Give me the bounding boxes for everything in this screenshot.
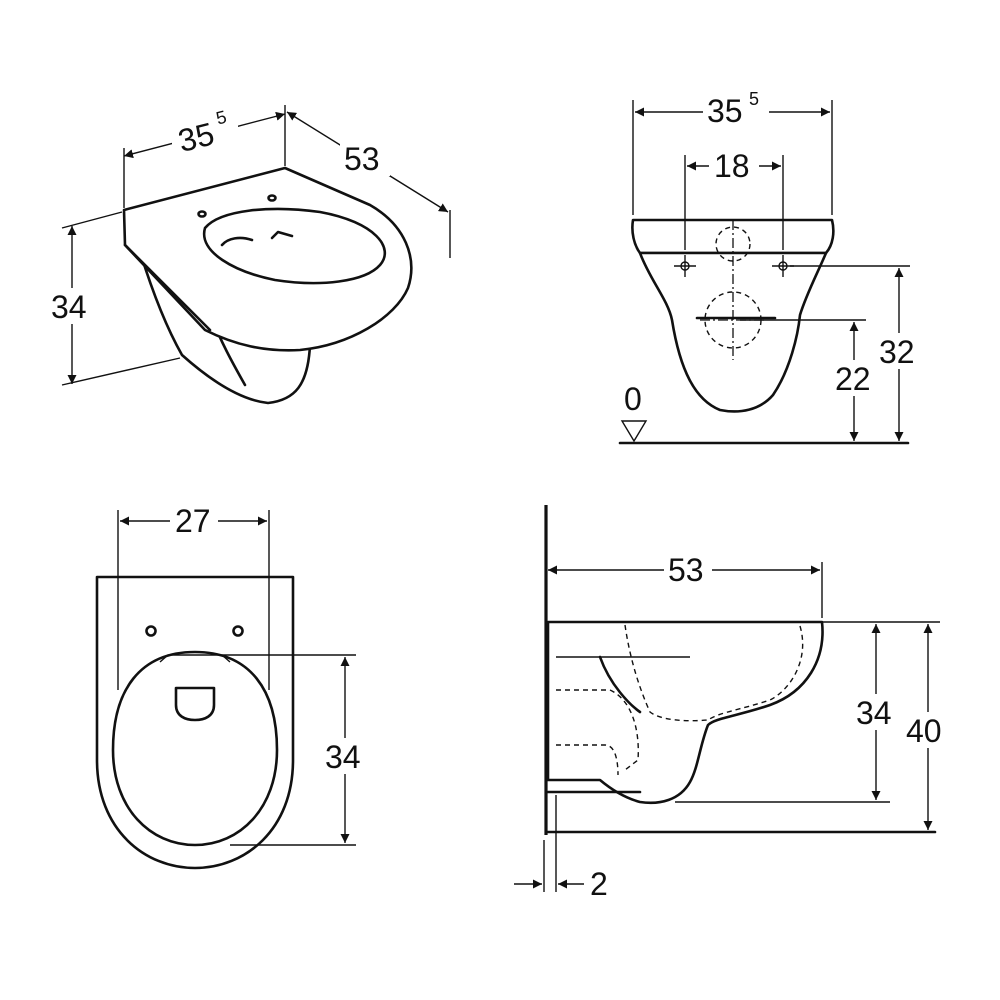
- side-wall-dimension: 2: [514, 795, 608, 902]
- side-depth-value: 53: [668, 552, 704, 588]
- front-fixing-hole-left: [674, 255, 696, 277]
- top-width-dimension: 27: [117, 503, 270, 690]
- front-upper-dimension: 32: [790, 265, 924, 441]
- top-seat-hinge: [159, 654, 231, 663]
- iso-width-superscript: 5: [214, 107, 229, 129]
- iso-depth-value: 53: [344, 141, 380, 177]
- side-rim-dimension: 34: [675, 621, 940, 803]
- top-seat-hole-left: [145, 625, 157, 637]
- front-inlet-hidden: [715, 226, 751, 262]
- side-view: 53 34 40 2: [514, 505, 952, 902]
- iso-height-value: 34: [51, 289, 87, 325]
- isometric-view: 35 5 53 34: [48, 105, 451, 405]
- top-width-value: 27: [175, 503, 211, 539]
- front-floor-triangle: [620, 420, 648, 443]
- side-total-dimension: 40: [904, 624, 952, 830]
- iso-depth-dimension: 53: [286, 111, 451, 258]
- iso-height-dimension: 34: [48, 211, 181, 386]
- iso-bowl-opening: [202, 207, 387, 285]
- side-total-value: 40: [906, 713, 942, 749]
- side-rim-value: 34: [856, 695, 892, 731]
- front-floor-value: 0: [624, 381, 642, 417]
- front-width-dimension: 35 5: [632, 89, 833, 215]
- iso-rim: [122, 166, 413, 352]
- top-view: 27 34: [95, 503, 370, 870]
- side-siphon-edge: [598, 655, 642, 714]
- iso-width-value: 35: [174, 115, 217, 159]
- top-outline: [95, 575, 295, 870]
- front-floor-reference: 0: [618, 381, 910, 445]
- front-width-superscript: 5: [749, 89, 759, 109]
- top-seat-hole-right: [232, 625, 244, 637]
- side-toilet-outline: [546, 620, 824, 805]
- iso-bowl-inner: [220, 236, 254, 247]
- front-view: 35 5 18 0 32 22: [618, 89, 924, 445]
- side-wall-value: 2: [590, 866, 608, 902]
- side-depth-dimension: 53: [548, 552, 823, 618]
- side-hidden-bowl: [624, 624, 804, 722]
- top-seat-value: 34: [325, 739, 361, 775]
- top-seat-dimension: 34: [222, 654, 370, 846]
- front-lower-dimension: 22: [740, 319, 880, 441]
- iso-rim-underside: [123, 243, 212, 332]
- front-holes-value: 18: [714, 148, 750, 184]
- side-hidden-outlet: [556, 689, 639, 776]
- top-flush-outlet: [174, 686, 216, 722]
- front-lower-value: 22: [835, 361, 871, 397]
- iso-width-dimension: 35 5: [123, 105, 286, 208]
- iso-seat-hole-right: [267, 194, 277, 202]
- front-holes-dimension: 18: [684, 148, 784, 250]
- top-seat-outline: [111, 650, 279, 847]
- front-width-value: 35: [707, 93, 743, 129]
- iso-seat-hole-left: [197, 210, 207, 218]
- front-upper-value: 32: [879, 334, 915, 370]
- iso-flush-lip: [270, 230, 294, 240]
